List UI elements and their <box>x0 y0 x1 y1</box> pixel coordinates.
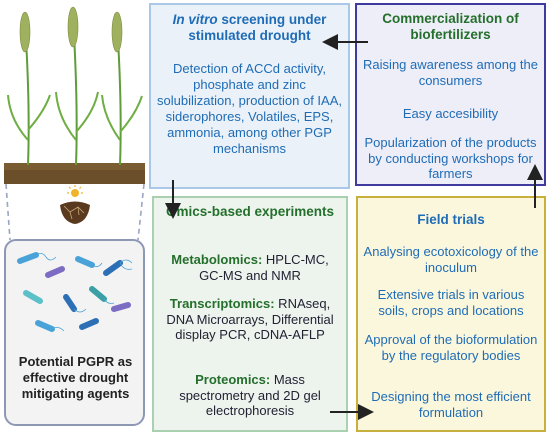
omics-label: Metabolomics: <box>171 252 263 267</box>
omics-text: Mass spectrometry and 2D gel electrophor… <box>179 372 321 418</box>
sun-icon <box>67 185 83 197</box>
field-trials-title: Field trials <box>417 212 485 227</box>
omics-proteomics: Proteomics: Mass spectrometry and 2D gel… <box>158 372 342 419</box>
omics-title: Omics-based experiments <box>165 204 335 219</box>
in-vitro-text: Detection of ACCd activity, phosphate an… <box>157 61 342 156</box>
pgpr-panel: Potential PGPR as effective drought miti… <box>4 239 145 426</box>
omics-panel: Omics-based experiments Metabolomics: HP… <box>152 196 348 432</box>
omics-metabolomics: Metabolomics: HPLC-MC, GC-MS and NMR <box>158 252 342 283</box>
field-trials-item: Approval of the bioformulation by the re… <box>364 332 538 363</box>
commercialization-item: Easy accesibility <box>402 106 499 121</box>
commercialization-item: Popularization of the products by conduc… <box>364 135 537 181</box>
omics-label: Transcriptomics: <box>169 296 275 311</box>
in-vitro-panel: In vitro screening under stimulated drou… <box>149 3 350 189</box>
omics-text: RNAseq, DNA Microarrays, Differential di… <box>166 296 334 342</box>
omics-text: HPLC-MC, GC-MS and NMR <box>199 252 329 283</box>
commercialization-title: Commercialization of biofertilizers <box>382 11 519 42</box>
omics-transcriptomics: Transcriptomics: RNAseq, DNA Microarrays… <box>158 296 342 343</box>
commercialization-item: Raising awareness among the consumers <box>363 57 538 88</box>
field-trials-item: Extensive trials in various soils, crops… <box>377 287 525 318</box>
field-trials-item: Designing the most efficient formulation <box>371 389 531 420</box>
field-trials-item: Analysing ecotoxicology of the inoculum <box>363 244 539 275</box>
wheat-plants <box>7 34 143 166</box>
commercialization-panel: Commercialization of biofertilizers Rais… <box>355 3 546 186</box>
plants-illustration <box>4 6 145 240</box>
omics-label: Proteomics: <box>195 372 271 387</box>
bacteria-illustration <box>17 252 133 332</box>
in-vitro-title: In vitro screening under stimulated drou… <box>157 12 342 44</box>
soil-layer <box>4 168 145 184</box>
in-vitro-title-rest: screening under stimulated drought <box>188 12 327 43</box>
dry-soil-icon <box>60 201 90 224</box>
field-trials-panel: Field trials Analysing ecotoxicology of … <box>356 196 546 432</box>
pgpr-caption: Potential PGPR as effective drought miti… <box>18 354 133 401</box>
in-vitro-title-italic: In vitro <box>172 12 218 27</box>
wheat-ears <box>19 6 123 53</box>
